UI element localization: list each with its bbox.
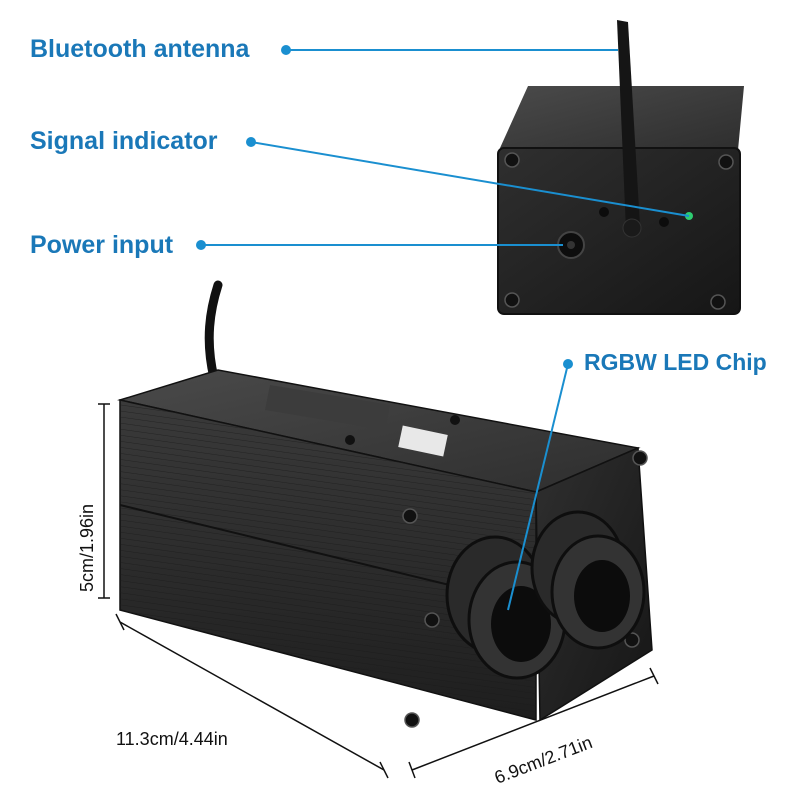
- screw-icon: [424, 612, 440, 628]
- screw-icon: [710, 294, 726, 310]
- callout-power-input: Power input: [30, 231, 174, 259]
- screw-icon: [504, 292, 520, 308]
- screw-icon: [404, 712, 420, 728]
- qr-code-icon: [398, 425, 448, 457]
- callout-signal-indicator: Signal indicator: [30, 127, 218, 155]
- power-cable: [204, 280, 223, 383]
- screw-icon: [402, 508, 418, 524]
- screw-icon: [718, 154, 734, 170]
- dimension-height-label: 5cm/1.96in: [77, 503, 97, 592]
- dimension-lines: [98, 403, 659, 779]
- led-port-right: [530, 510, 646, 650]
- screw-icon: [624, 632, 640, 648]
- callout-bluetooth-antenna: Bluetooth antenna: [30, 35, 250, 63]
- screw-icon: [632, 450, 648, 466]
- screw-icon: [504, 152, 520, 168]
- callout-rgbw-led-chip: RGBW LED Chip: [584, 349, 767, 375]
- callout-leaders: [196, 45, 690, 611]
- upper-device-rear-view: [497, 20, 744, 315]
- dimension-length-label: 11.3cm/4.44in: [116, 729, 228, 749]
- antenna-icon: [617, 20, 640, 230]
- lower-device-front-view: [117, 280, 653, 728]
